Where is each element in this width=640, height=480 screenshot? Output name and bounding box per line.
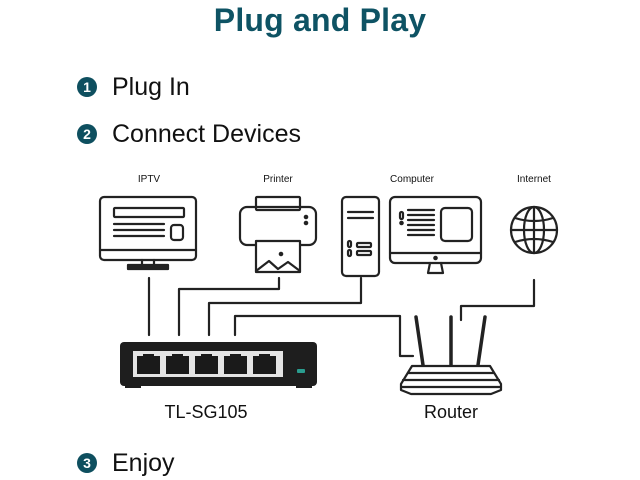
step-connect-devices: 2 Connect Devices xyxy=(77,119,301,149)
cable-internet xyxy=(459,278,536,322)
step-label: Plug In xyxy=(112,73,190,101)
printer-icon xyxy=(238,195,318,274)
step-number-badge: 3 xyxy=(77,453,97,473)
router-label: Router xyxy=(423,402,479,422)
ethernet-port xyxy=(195,354,218,374)
globe-icon xyxy=(509,205,559,255)
computer-tower-icon xyxy=(340,195,381,278)
ethernet-port xyxy=(253,354,276,374)
router-icon xyxy=(399,315,503,396)
ethernet-port xyxy=(137,354,160,374)
switch-ports xyxy=(137,354,276,374)
computer-monitor-icon xyxy=(388,195,483,275)
ethernet-port xyxy=(224,354,247,374)
step-label: Enjoy xyxy=(112,449,175,477)
step-number-badge: 2 xyxy=(77,124,97,144)
step-plug-in: 1 Plug In xyxy=(77,72,190,102)
status-led xyxy=(297,369,305,373)
step-number-badge: 1 xyxy=(77,77,97,97)
cable-computer xyxy=(207,276,363,337)
printer-label: Printer xyxy=(263,174,293,185)
cable-router xyxy=(233,314,415,358)
computer-label: Computer xyxy=(390,174,434,185)
page-title: Plug and Play xyxy=(213,2,427,38)
cables xyxy=(147,276,536,358)
step-enjoy: 3 Enjoy xyxy=(77,448,175,478)
cable-printer xyxy=(177,276,281,337)
switch-model-label: TL-SG105 xyxy=(164,402,248,422)
switch-device xyxy=(120,342,317,388)
ethernet-port xyxy=(166,354,189,374)
iptv-label: IPTV xyxy=(137,174,161,185)
internet-label: Internet xyxy=(517,174,551,185)
step-label: Connect Devices xyxy=(112,120,301,148)
tv-icon xyxy=(98,195,198,271)
